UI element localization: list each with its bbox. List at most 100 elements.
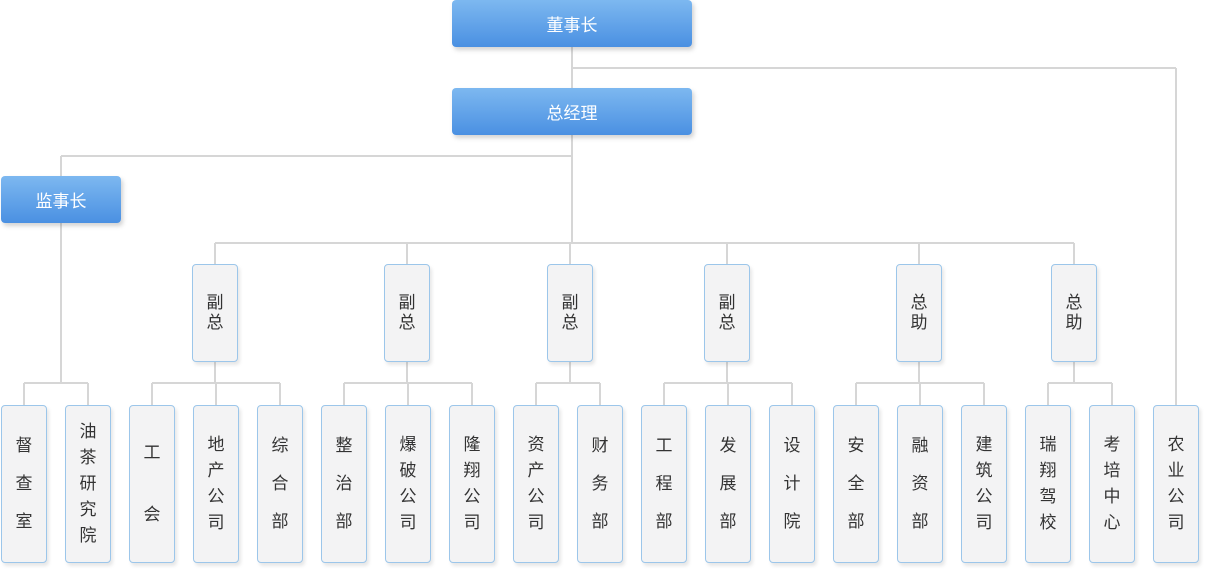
department-label-char: 部 [911, 512, 929, 532]
department-node: 安全部 [833, 405, 879, 563]
department-label-char: 工 [143, 443, 161, 463]
department-node: 爆破公司 [385, 405, 431, 563]
department-label-char: 农 [1167, 435, 1185, 455]
department-node: 地产公司 [193, 405, 239, 563]
department-label-char: 公 [527, 487, 545, 507]
supervisor-label: 监事长 [35, 192, 87, 212]
department-node: 督查室 [1, 405, 47, 563]
department-node: 瑞翔驾校 [1025, 405, 1071, 563]
department-label-char: 产 [207, 461, 225, 481]
department-label-char: 产 [527, 461, 545, 481]
department-label-char: 培 [1103, 461, 1121, 481]
department-label-char: 中 [1103, 487, 1121, 507]
department-label-char: 治 [335, 474, 353, 494]
department-node: 工会 [129, 405, 175, 563]
manager-label-char: 总 [206, 313, 224, 333]
manager-label-char: 总 [910, 293, 928, 313]
department-label-char: 爆 [399, 435, 417, 455]
department-label-char: 融 [911, 436, 929, 456]
department-node: 考培中心 [1089, 405, 1135, 563]
department-label-char: 财 [591, 436, 609, 456]
manager-node: 副总 [704, 264, 750, 362]
department-label-char: 公 [975, 487, 993, 507]
manager-node: 副总 [384, 264, 430, 362]
general-manager-label: 总经理 [546, 104, 598, 124]
department-label-char: 安 [847, 436, 865, 456]
department-label-char: 整 [335, 436, 353, 456]
department-label-char: 资 [527, 435, 545, 455]
department-label-char: 司 [399, 513, 417, 533]
department-label-char: 综 [271, 436, 289, 456]
manager-node: 副总 [192, 264, 238, 362]
manager-label-char: 助 [910, 313, 928, 333]
department-label-char: 业 [1167, 461, 1185, 481]
department-label-char: 工 [655, 436, 673, 456]
department-node: 农业公司 [1153, 405, 1199, 563]
department-label-char: 全 [847, 474, 865, 494]
manager-label-char: 副 [206, 293, 224, 313]
department-node: 整治部 [321, 405, 367, 563]
department-label-char: 院 [783, 512, 801, 532]
manager-node: 副总 [547, 264, 593, 362]
department-node: 隆翔公司 [449, 405, 495, 563]
department-label-char: 瑞 [1039, 435, 1057, 455]
department-label-char: 室 [15, 512, 33, 532]
department-node: 设计院 [769, 405, 815, 563]
department-label-char: 部 [719, 512, 737, 532]
department-node: 发展部 [705, 405, 751, 563]
manager-label-char: 副 [561, 293, 579, 313]
department-node: 财务部 [577, 405, 623, 563]
department-label-char: 部 [847, 512, 865, 532]
manager-label-char: 总 [718, 313, 736, 333]
department-label-char: 司 [207, 513, 225, 533]
department-node: 融资部 [897, 405, 943, 563]
department-label-char: 公 [207, 487, 225, 507]
department-label-char: 展 [719, 474, 737, 494]
department-label-char: 资 [911, 474, 929, 494]
department-label-char: 司 [1167, 513, 1185, 533]
department-label-char: 设 [783, 436, 801, 456]
department-label-char: 部 [271, 512, 289, 532]
manager-label-char: 助 [1065, 313, 1083, 333]
department-label-char: 司 [975, 513, 993, 533]
department-node: 综合部 [257, 405, 303, 563]
department-label-char: 部 [655, 512, 673, 532]
department-label-char: 地 [207, 435, 225, 455]
department-label-char: 建 [975, 435, 993, 455]
department-label-char: 研 [79, 474, 97, 494]
department-node: 工程部 [641, 405, 687, 563]
manager-label-char: 总 [561, 313, 579, 333]
department-node: 资产公司 [513, 405, 559, 563]
department-label-char: 部 [335, 512, 353, 532]
department-label-char: 究 [79, 500, 97, 520]
department-label-char: 翔 [463, 461, 481, 481]
department-label-char: 部 [591, 512, 609, 532]
manager-node: 总助 [1051, 264, 1097, 362]
department-label-char: 公 [463, 487, 481, 507]
department-label-char: 翔 [1039, 461, 1057, 481]
department-label-char: 务 [591, 474, 609, 494]
department-label-char: 发 [719, 436, 737, 456]
department-label-char: 公 [1167, 487, 1185, 507]
department-label-char: 校 [1039, 513, 1057, 533]
manager-label-char: 副 [398, 293, 416, 313]
department-label-char: 茶 [79, 448, 97, 468]
department-node: 油茶研究院 [65, 405, 111, 563]
manager-node: 总助 [896, 264, 942, 362]
department-label-char: 油 [79, 422, 97, 442]
manager-label-char: 总 [398, 313, 416, 333]
department-label-char: 计 [783, 474, 801, 494]
general-manager-node: 总经理 [452, 88, 692, 135]
department-label-char: 心 [1103, 513, 1121, 533]
manager-label-char: 总 [1065, 293, 1083, 313]
department-label-char: 考 [1103, 435, 1121, 455]
supervisor-node: 监事长 [1, 176, 121, 223]
chairman-label: 董事长 [546, 16, 598, 36]
department-label-char: 公 [399, 487, 417, 507]
manager-label-char: 副 [718, 293, 736, 313]
department-node: 建筑公司 [961, 405, 1007, 563]
department-label-char: 破 [399, 461, 417, 481]
department-label-char: 驾 [1039, 487, 1057, 507]
